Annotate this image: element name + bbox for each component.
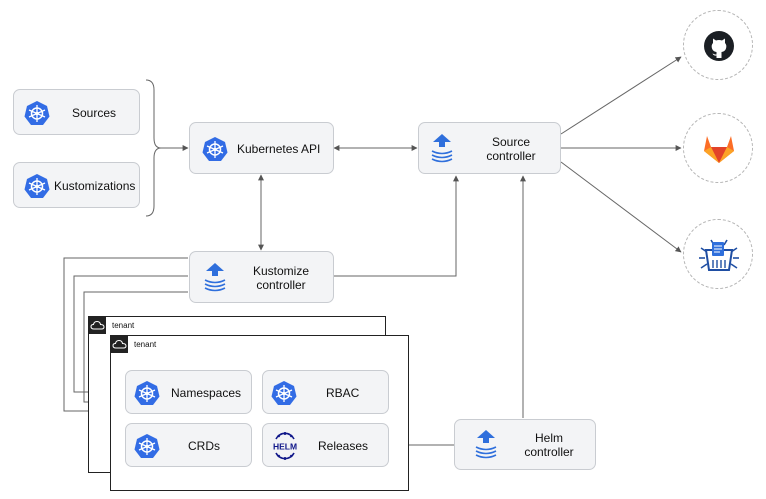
releases-label: Releases [318,439,369,453]
kustomizations-box[interactable]: Kustomizations [13,162,140,208]
kubernetes-icon [134,434,160,458]
kustomizations-label: Kustomizations [54,179,136,193]
bucket-source[interactable] [683,219,753,289]
kustomize-to-source-arrow [334,175,459,277]
source-controller-box[interactable]: Source controller [418,122,561,174]
kubernetes-icon [24,174,50,198]
gitlab-source[interactable] [683,113,753,183]
cloud-icon [111,336,128,353]
kubernetes-icon [24,101,50,125]
kubernetes-icon [271,381,297,405]
gitlab-icon [704,136,734,163]
kustomize-controller-label: Kustomize controller [246,264,316,292]
helm-controller-line1: Helm [534,431,563,445]
tenant-back-label: tenant [112,321,135,330]
tenant-frame-front: tenant Namespaces RBAC CRDs [110,335,409,491]
helm-icon: HELM [273,432,297,460]
resources-brace [145,79,162,217]
github-icon [704,31,734,61]
sources-box[interactable]: Sources [13,89,140,135]
kubernetes-api-box[interactable]: Kubernetes API [189,122,334,174]
kustomize-controller-box[interactable]: Kustomize controller [189,251,334,303]
helm-badge-text: HELM [273,442,297,452]
namespaces-label: Namespaces [171,386,242,400]
cloud-icon [89,317,106,334]
kubernetes-icon [134,381,160,405]
kustomize-to-tenant-1 [63,257,188,414]
helm-controller-line2: controller [524,445,574,459]
bucket-icon [699,239,739,271]
kustomize-controller-line2: controller [256,278,306,292]
flux-icon [475,430,497,459]
flux-icon [431,134,453,163]
kubernetes-api-label: Kubernetes API [237,142,321,156]
source-controller-line1: Source [491,135,531,149]
source-to-bucket-arrow [560,161,682,253]
rbac-box[interactable]: RBAC [262,370,389,414]
source-controller-label: Source controller [479,135,543,163]
sources-label: Sources [72,106,117,120]
source-controller-line2: controller [486,149,536,163]
crds-label: CRDs [188,439,220,453]
helm-controller-box[interactable]: Helm controller [454,419,596,470]
kubernetes-icon [202,137,228,161]
helm-controller-label: Helm controller [517,431,581,459]
source-to-github-arrow [560,56,682,135]
kustomize-controller-line1: Kustomize [252,264,310,278]
rbac-label: RBAC [326,386,360,400]
flux-icon [204,263,226,292]
tenant-front-label: tenant [134,340,157,349]
releases-box[interactable]: HELM Releases [262,423,389,467]
namespaces-box[interactable]: Namespaces [125,370,252,414]
github-source[interactable] [683,10,753,80]
crds-box[interactable]: CRDs [125,423,252,467]
